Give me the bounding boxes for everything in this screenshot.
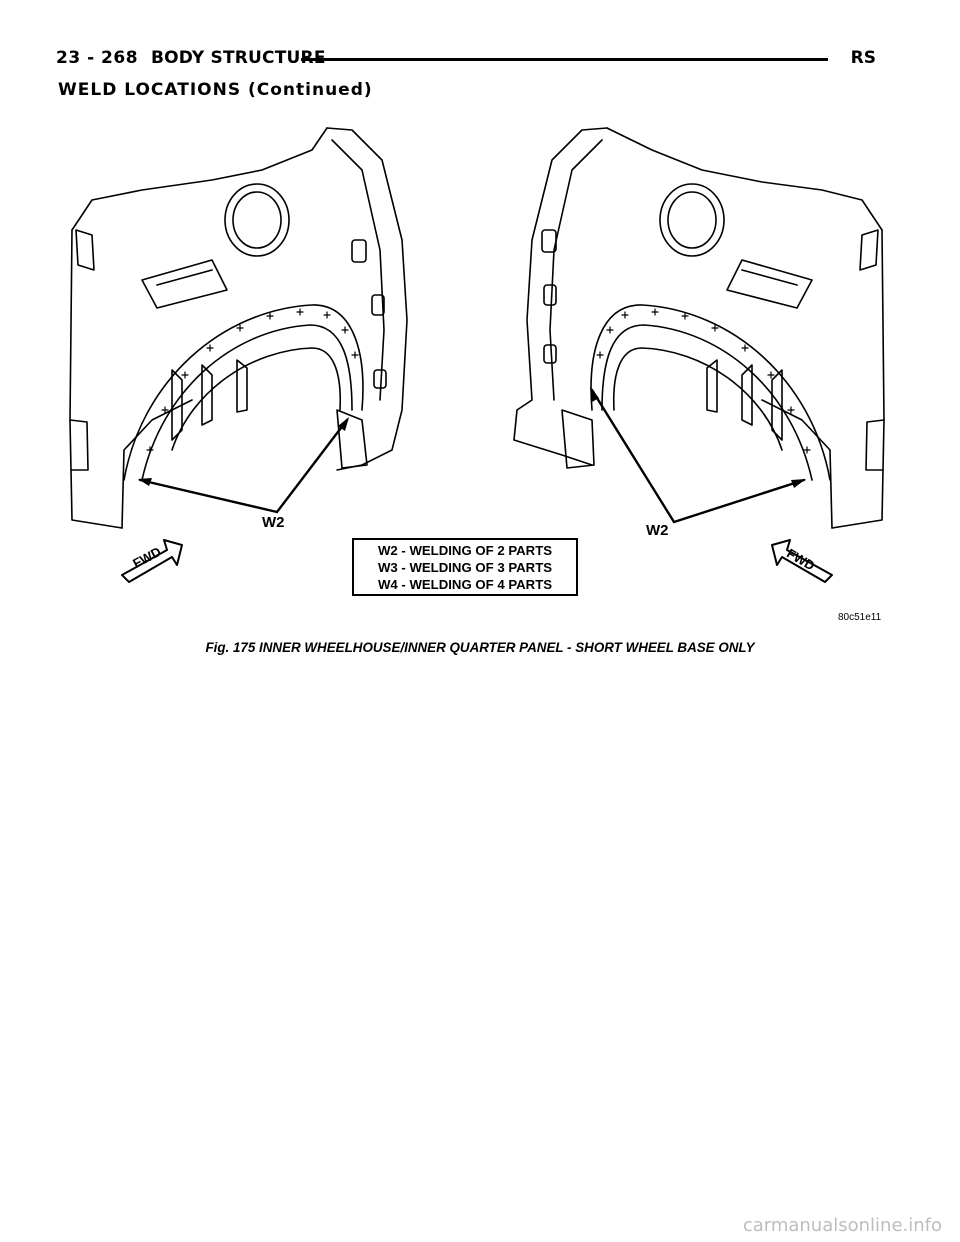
weld-legend: W2 - WELDING OF 2 PARTS W3 - WELDING OF … bbox=[352, 538, 578, 596]
vehicle-code: RS bbox=[850, 48, 876, 68]
callout-w2-left: W2 bbox=[262, 514, 285, 531]
figure-caption: Fig. 175 INNER WHEELHOUSE/INNER QUARTER … bbox=[205, 640, 755, 655]
figure: W2 W2 W2 - WELDING OF 2 PARTS W3 - WELDI… bbox=[62, 120, 892, 630]
legend-line: W2 - WELDING OF 2 PARTS bbox=[377, 543, 553, 558]
header-rule bbox=[301, 58, 828, 61]
fwd-arrow-right-shape bbox=[771, 539, 833, 583]
section-name: BODY STRUCTURE bbox=[151, 48, 326, 68]
leader-lines bbox=[138, 388, 806, 524]
fwd-arrow-left-shape bbox=[121, 539, 183, 583]
legend-line: W4 - WELDING OF 4 PARTS bbox=[377, 577, 553, 592]
artwork-id: 80c51e11 bbox=[838, 612, 882, 623]
leader-arrowheads bbox=[138, 387, 806, 488]
running-header: 23 - 268 BODY STRUCTURE RS bbox=[56, 44, 876, 74]
wheelhouse-illustration bbox=[69, 127, 885, 583]
page-number: 23 - 268 bbox=[56, 48, 139, 68]
left-panel-drawing bbox=[69, 127, 408, 529]
right-panel-drawing bbox=[513, 127, 885, 529]
section-title: WELD LOCATIONS (Continued) bbox=[58, 80, 373, 100]
watermark: carmanualsonline.info bbox=[742, 1215, 942, 1236]
legend-line: W3 - WELDING OF 3 PARTS bbox=[377, 560, 553, 575]
callout-w2-right: W2 bbox=[646, 522, 669, 539]
